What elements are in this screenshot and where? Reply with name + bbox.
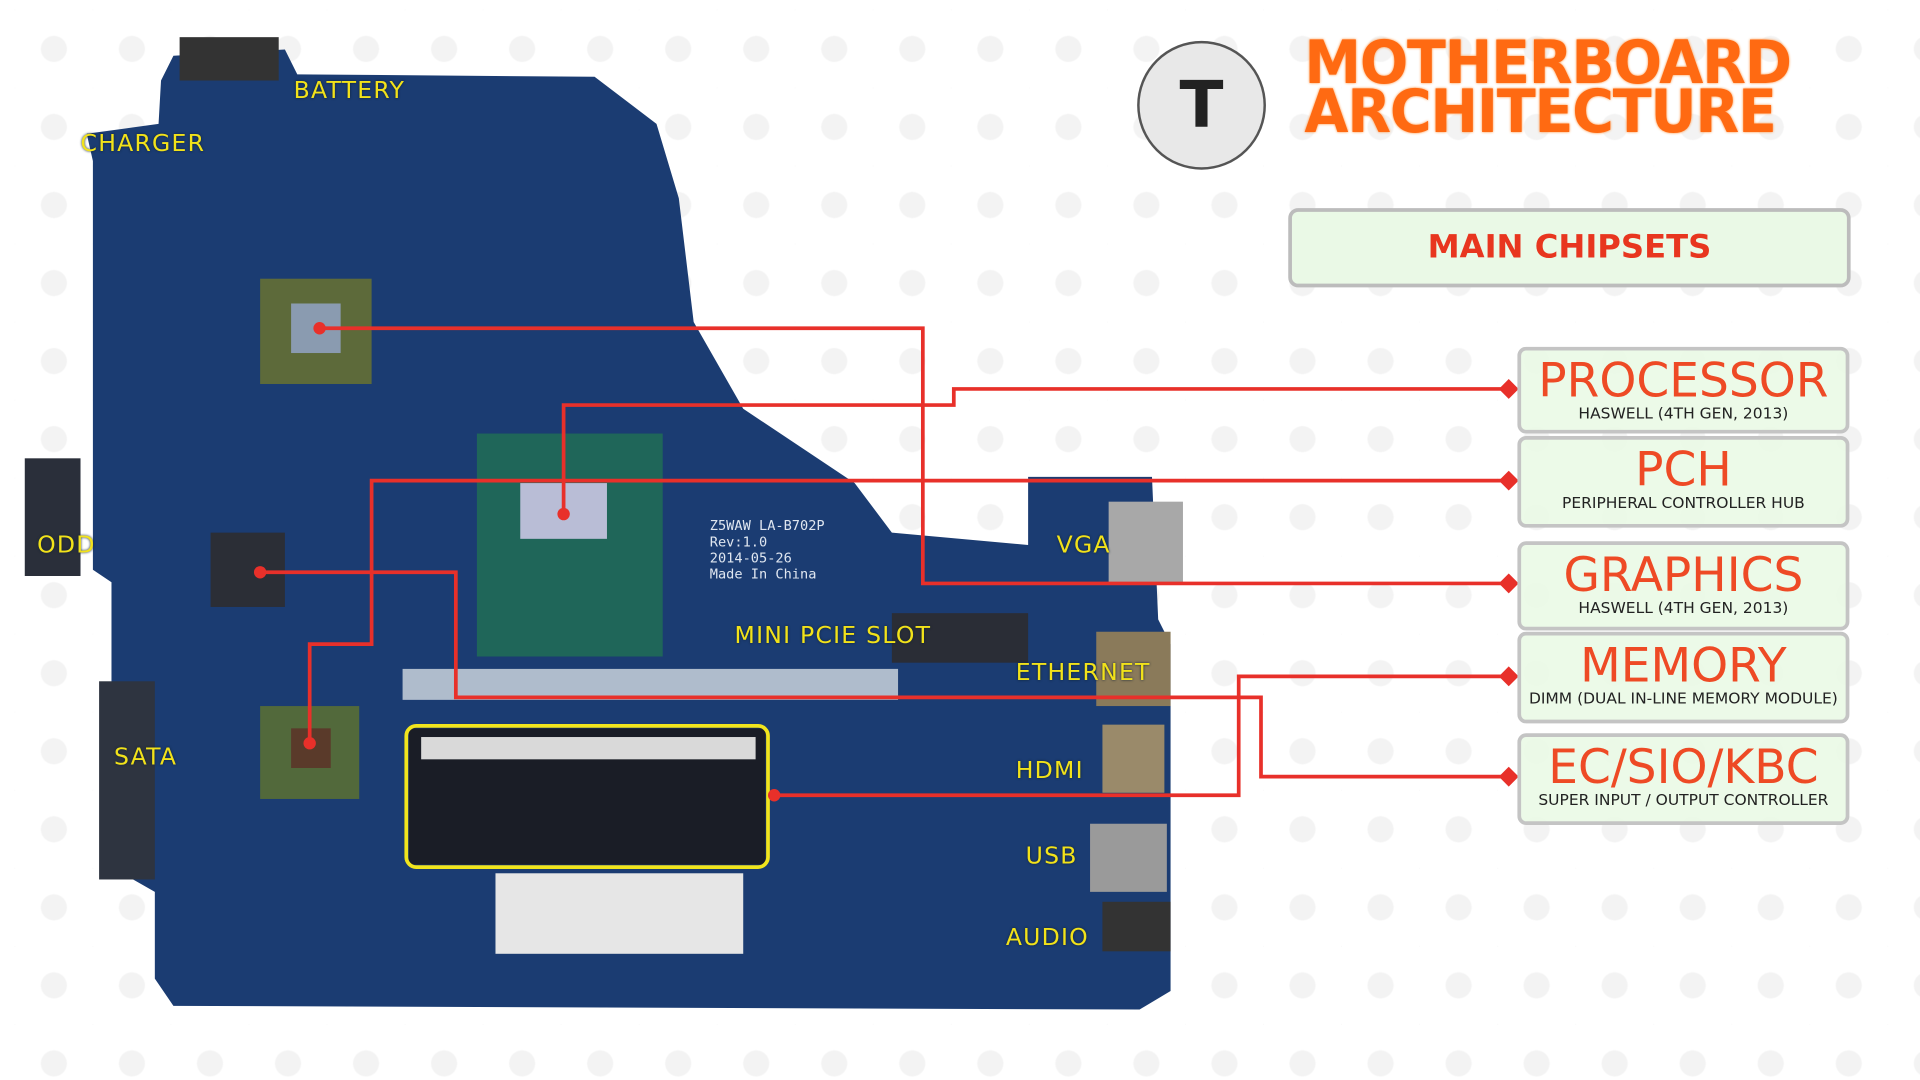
label-battery: BATTERY [293, 76, 406, 105]
chipset-name: GRAPHICS [1563, 547, 1804, 603]
pcb-rev: Rev:1.0 [709, 533, 768, 550]
pcb-print: Z5WAW LA-B702P Rev:1.0 2014-05-26 Made I… [710, 518, 825, 582]
screw-wrench-logo-icon: T [1137, 40, 1266, 170]
chipset-detail: DIMM (DUAL IN-LINE MEMORY MODULE) [1528, 688, 1838, 708]
pcb-date: 2014-05-26 [709, 549, 792, 567]
label-usb: USB [1025, 842, 1078, 870]
chipset-name: PCH [1635, 442, 1732, 497]
label-vga: VGA [1056, 531, 1111, 559]
chipset-box-ec-sio-kbc: EC/SIO/KBC SUPER INPUT / OUTPUT CONTROLL… [1517, 733, 1850, 825]
label-audio: AUDIO [1005, 924, 1089, 952]
chipset-box-pch: PCH PERIPHERAL CONTROLLER HUB [1517, 436, 1850, 528]
connector-lines [260, 326, 1509, 798]
chipset-detail: HASWELL (4TH GEN, 2013) [1578, 598, 1789, 617]
chipset-detail: PERIPHERAL CONTROLLER HUB [1562, 493, 1805, 512]
pcb-origin: Made In China [709, 566, 817, 583]
label-charger: CHARGER [80, 130, 206, 158]
label-odd: ODD [37, 531, 96, 559]
label-mini-pcie: MINI PCIE SLOT [734, 621, 932, 650]
chipset-box-memory: MEMORY DIMM (DUAL IN-LINE MEMORY MODULE) [1517, 631, 1850, 724]
chipset-detail: SUPER INPUT / OUTPUT CONTROLLER [1538, 790, 1829, 809]
chipset-name: PROCESSOR [1538, 353, 1829, 408]
label-hdmi: HDMI [1015, 756, 1084, 785]
chipset-name: EC/SIO/KBC [1548, 739, 1819, 795]
main-chipsets-header: MAIN CHIPSETS [1288, 208, 1851, 288]
title-line-1: MOTHERBOARD [1304, 26, 1792, 98]
chipset-box-processor: PROCESSOR HASWELL (4TH GEN, 2013) [1517, 346, 1850, 434]
page-title: MOTHERBOARD ARCHITECTURE [1304, 26, 1886, 147]
title-line-2: ARCHITECTURE [1304, 76, 1777, 147]
chipset-box-graphics: GRAPHICS HASWELL (4TH GEN, 2013) [1517, 541, 1850, 631]
label-sata: SATA [113, 743, 178, 771]
chipset-name: MEMORY [1580, 637, 1787, 693]
memory-slot-highlight [404, 724, 770, 869]
pcb-model: Z5WAW LA-B702P [709, 517, 825, 534]
chipset-detail: HASWELL (4TH GEN, 2013) [1578, 403, 1789, 423]
label-ethernet: ETHERNET [1015, 658, 1151, 687]
